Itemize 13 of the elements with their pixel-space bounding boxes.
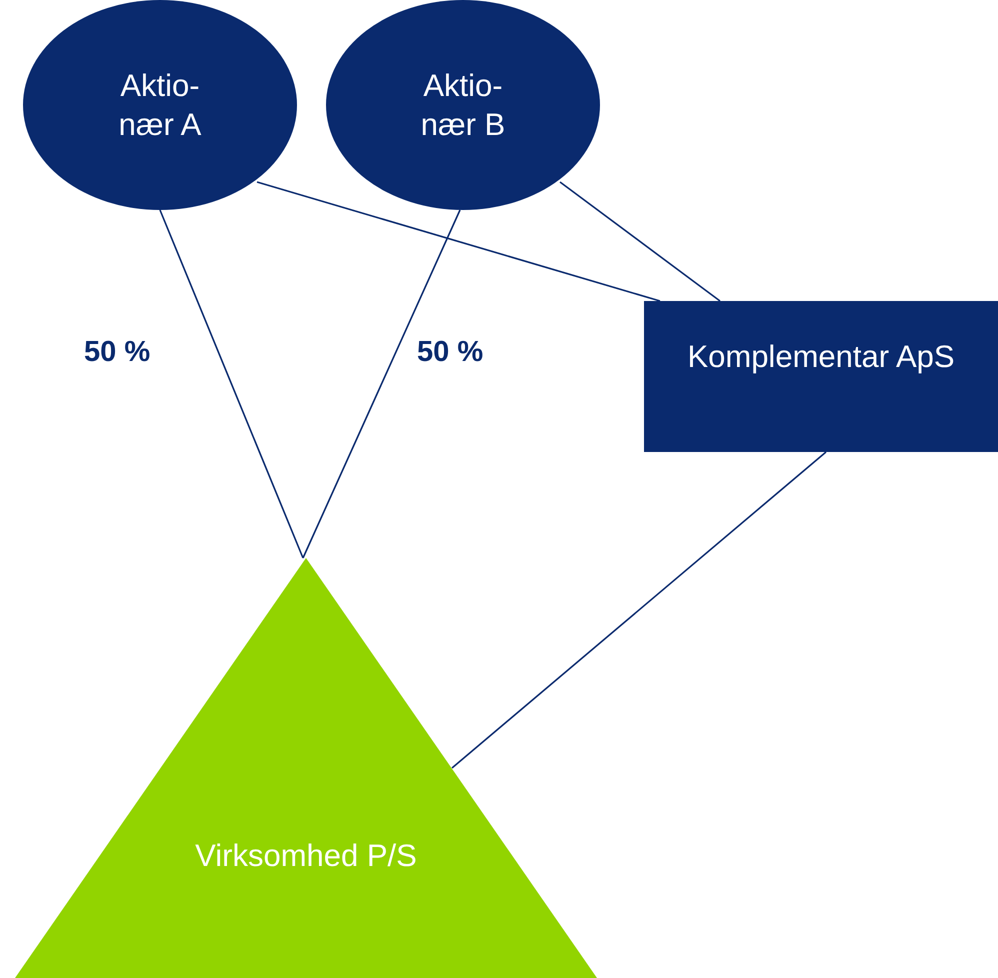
node-label: Komplementar ApS [686, 338, 956, 376]
node-label: Virksomhed P/S [194, 837, 418, 875]
connector-line [451, 451, 827, 769]
connector-line [560, 181, 720, 302]
partnership-triangle [15, 558, 597, 978]
company-box [644, 301, 998, 452]
connector-line [159, 210, 304, 558]
node-label: Aktio- nær A [118, 67, 202, 144]
shareholder-ellipse [23, 0, 297, 210]
connector-line [256, 181, 660, 302]
shareholder-ellipse [326, 0, 600, 210]
connector-line [302, 210, 461, 558]
node-label: Aktio- nær B [420, 67, 506, 144]
